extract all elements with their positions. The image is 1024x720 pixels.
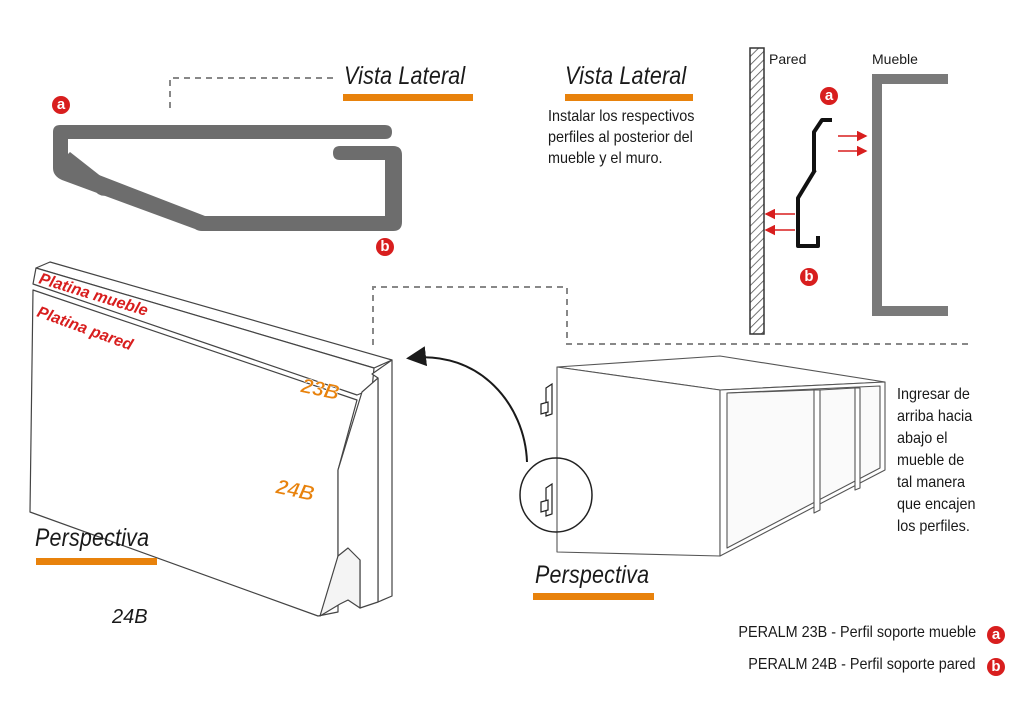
- instruction-line: arriba hacia: [897, 408, 973, 425]
- description-line: perfiles al posterior del: [548, 129, 693, 146]
- furniture-section: [872, 74, 948, 316]
- dashed-leader-top: [169, 77, 335, 108]
- installation-description: Instalar los respectivos perfiles al pos…: [548, 106, 694, 169]
- profile-b-section: [796, 168, 820, 248]
- description-line: Instalar los respectivos: [548, 108, 695, 125]
- legend-badge-a: a: [987, 626, 1005, 644]
- perspective-left-title: Perspectiva: [35, 524, 150, 552]
- perspective-left-underline: [36, 558, 157, 565]
- side-profile-shape: [53, 125, 402, 231]
- instruction-line: los perfiles.: [897, 518, 970, 535]
- profile-a-section: [812, 118, 832, 172]
- legend-item-23b: PERALM 23B - Perfil soporte mueble: [738, 624, 976, 641]
- side-view-right-underline: [565, 94, 693, 101]
- wall-section: [749, 47, 765, 335]
- perspective-right-title: Perspectiva: [535, 561, 650, 589]
- badge-b-right: b: [800, 268, 818, 286]
- curved-arrow: [406, 346, 528, 463]
- side-view-left-underline: [343, 94, 473, 101]
- badge-a-left: a: [52, 96, 70, 114]
- instruction-line: abajo el: [897, 430, 948, 447]
- legend-item-24b: PERALM 24B - Perfil soporte pared: [748, 656, 976, 673]
- badge-a-right: a: [820, 87, 838, 105]
- wall-label: Pared: [769, 51, 807, 67]
- instruction-text: Ingresar de arriba hacia abajo el mueble…: [897, 384, 975, 538]
- badge-b-left: b: [376, 238, 394, 256]
- mounted-profiles: [540, 382, 553, 517]
- side-view-right-title: Vista Lateral: [565, 62, 687, 90]
- furniture-label: Mueble: [872, 51, 918, 67]
- detail-circle: [519, 457, 593, 533]
- side-view-left-title: Vista Lateral: [344, 62, 466, 90]
- legend-badge-b: b: [987, 658, 1005, 676]
- extrusion-perspective: [29, 261, 393, 617]
- description-line: mueble y el muro.: [548, 150, 663, 167]
- mount-arrows: [764, 130, 868, 236]
- instruction-line: Ingresar de: [897, 386, 970, 403]
- furniture-perspective: [556, 355, 886, 557]
- instruction-line: que encajen: [897, 496, 976, 513]
- dashed-leader-middle: [372, 286, 970, 345]
- instruction-line: mueble de: [897, 452, 965, 469]
- perspective-right-underline: [533, 593, 654, 600]
- model-caption: 24B: [112, 606, 148, 628]
- instruction-line: tal manera: [897, 474, 966, 491]
